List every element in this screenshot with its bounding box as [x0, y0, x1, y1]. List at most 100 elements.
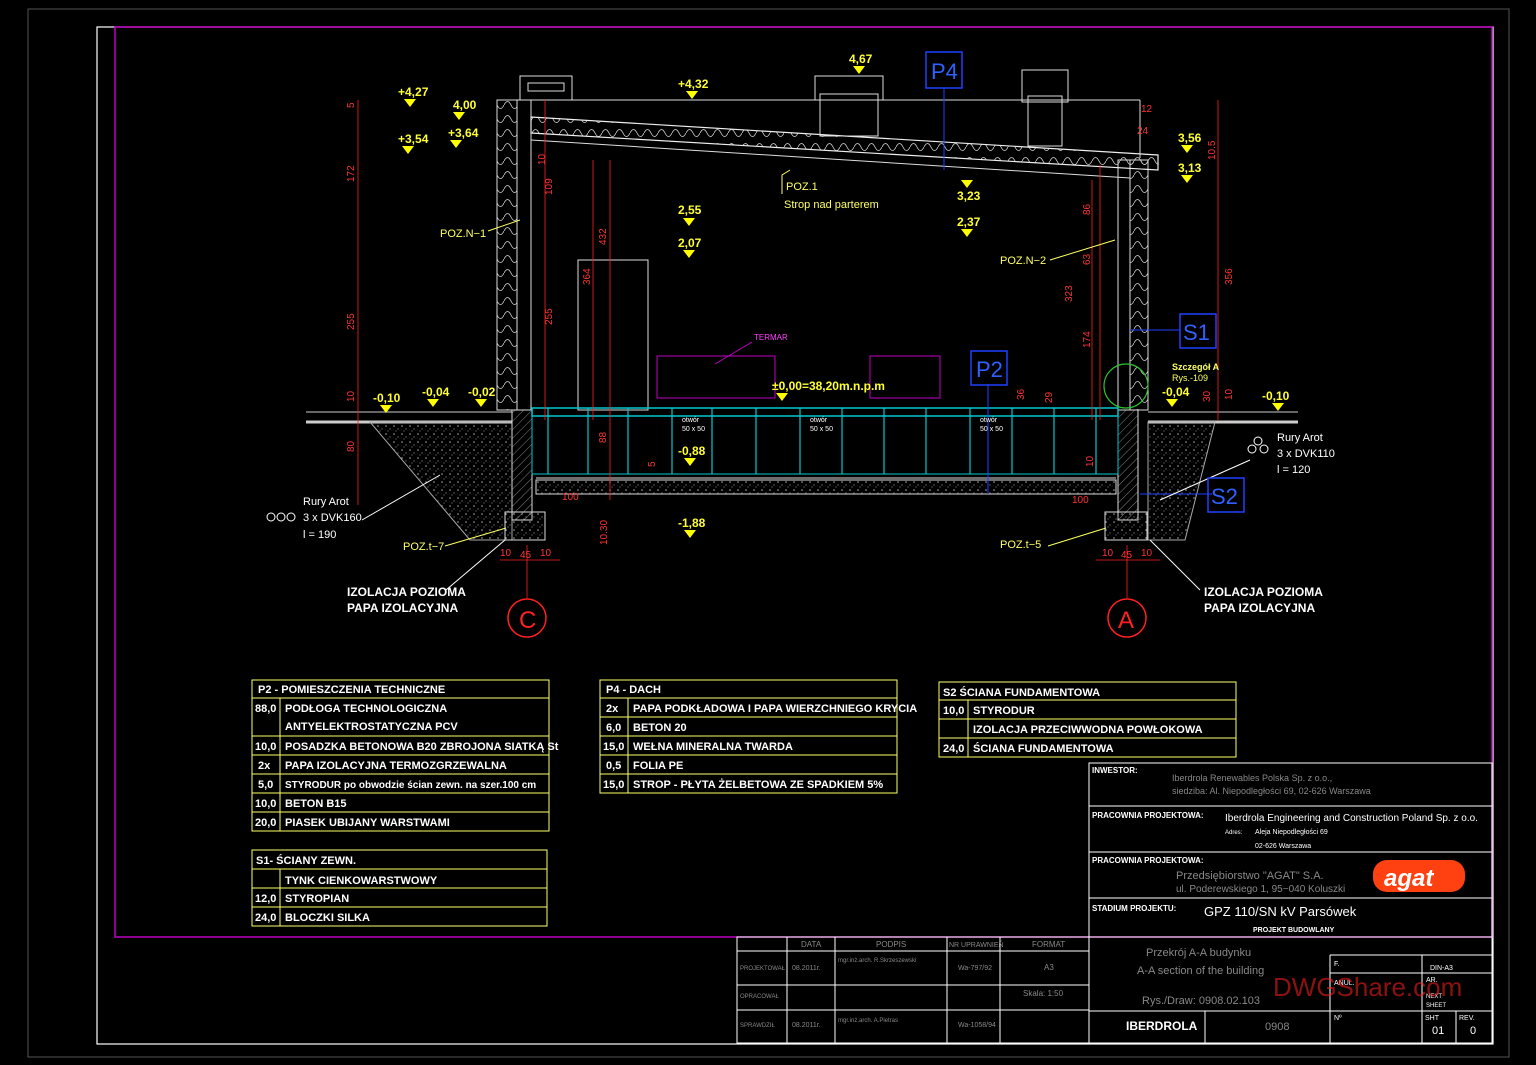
- elev-left-mid: +3,64: [448, 126, 479, 140]
- watermark: DWGShare.com: [1273, 972, 1462, 1002]
- izol-left-1: IZOLACJA POZIOMA: [347, 585, 466, 599]
- elev-chimney: 4,67: [849, 52, 873, 66]
- svg-text:DATA: DATA: [801, 940, 822, 949]
- svg-text:174: 174: [1082, 331, 1093, 348]
- svg-text:10.5: 10.5: [1207, 140, 1218, 160]
- svg-text:Wa-797/92: Wa-797/92: [958, 965, 992, 972]
- svg-text:PROJEKTOWAŁ: PROJEKTOWAŁ: [740, 966, 786, 972]
- svg-text:172: 172: [346, 165, 357, 182]
- elev-ground-right2: -0,04: [1162, 385, 1190, 399]
- svg-text:PRACOWNIA PROJEKTOWA:: PRACOWNIA PROJEKTOWA:: [1092, 856, 1204, 865]
- svg-text:otwór: otwór: [682, 417, 700, 424]
- svg-text:5: 5: [346, 102, 357, 108]
- svg-text:86: 86: [1082, 203, 1093, 215]
- svg-text:SHT: SHT: [1425, 1015, 1440, 1022]
- rury-right-3: l = 120: [1277, 464, 1310, 476]
- svg-text:30: 30: [1202, 390, 1213, 402]
- svg-text:12: 12: [1141, 104, 1153, 115]
- elev-cable-floor: -0,88: [678, 444, 706, 458]
- svg-text:INWESTOR:: INWESTOR:: [1092, 766, 1138, 775]
- rury-left-2: 3 x DVK160: [303, 512, 362, 524]
- svg-text:WEŁNA MINERALNA TWARDA: WEŁNA MINERALNA TWARDA: [633, 741, 793, 753]
- svg-text:80: 80: [346, 440, 357, 452]
- svg-text:364: 364: [582, 268, 593, 285]
- svg-text:01: 01: [1432, 1025, 1444, 1037]
- svg-text:10: 10: [540, 548, 552, 559]
- svg-text:Skala: 1:50: Skala: 1:50: [1023, 989, 1064, 998]
- drawing-title-en: A-A section of the building: [1137, 965, 1264, 977]
- svg-text:10: 10: [1141, 548, 1153, 559]
- elev-foundation: -1,88: [678, 516, 706, 530]
- elev-ridge: +4,32: [678, 77, 709, 91]
- tag-p4: P4: [931, 59, 958, 84]
- svg-text:Adres:: Adres:: [1225, 830, 1243, 836]
- svg-text:2x: 2x: [606, 703, 619, 715]
- section-tags: P4 P2 S1 S2: [925, 51, 1245, 513]
- svg-text:STYRODUR po obwodzie ścian zew: STYRODUR po obwodzie ścian zewn. na szer…: [285, 780, 536, 791]
- svg-text:REV.: REV.: [1459, 1015, 1475, 1022]
- svg-text:Przedsiębiorstwo "AGAT" S.A.: Przedsiębiorstwo "AGAT" S.A.: [1176, 870, 1324, 882]
- svg-text:24,0: 24,0: [255, 912, 276, 924]
- rury-right-1: Rury Arot: [1277, 432, 1323, 444]
- svg-text:02-626 Warszawa: 02-626 Warszawa: [1255, 843, 1311, 850]
- svg-text:10: 10: [346, 390, 357, 402]
- tag-s1: S1: [1183, 320, 1210, 345]
- rury-left-3: l = 190: [303, 529, 336, 541]
- svg-text:0908: 0908: [1265, 1021, 1289, 1033]
- szczegol-label: Szczegół A: [1172, 362, 1220, 372]
- svg-text:STADIUM PROJEKTU:: STADIUM PROJEKTU:: [1092, 904, 1176, 913]
- elev-ground-right: -0,10: [1262, 389, 1290, 403]
- svg-text:10,0: 10,0: [255, 741, 276, 753]
- izol-right-1: IZOLACJA POZIOMA: [1204, 585, 1323, 599]
- svg-text:PIASEK UBIJANY WARSTWAMI: PIASEK UBIJANY WARSTWAMI: [285, 817, 450, 829]
- svg-text:5,0: 5,0: [258, 779, 273, 791]
- svg-text:BLOCZKI SILKA: BLOCZKI SILKA: [285, 912, 370, 924]
- axis-a: A: [1118, 607, 1134, 634]
- svg-text:otwór: otwór: [980, 417, 998, 424]
- svg-text:FORMAT: FORMAT: [1032, 940, 1065, 949]
- material-tables: [251, 679, 1237, 927]
- svg-text:10.30: 10.30: [599, 520, 610, 545]
- elev-zero: ±0,00=38,20m.n.p.m: [772, 379, 885, 393]
- svg-text:12,0: 12,0: [255, 893, 276, 905]
- svg-text:10,0: 10,0: [255, 798, 276, 810]
- project-name: GPZ 110/SN kV Parsówek: [1204, 904, 1357, 919]
- poz-t5-label: POZ.t−5: [1000, 539, 1041, 551]
- svg-text:0,5: 0,5: [606, 760, 621, 772]
- dimension-labels: 5 172 255 10 80 10 109 432 364 255 88 12…: [346, 102, 1235, 561]
- svg-text:88,0: 88,0: [255, 703, 276, 715]
- title-block: [736, 762, 1493, 1044]
- drawing-number: Rys./Draw: 0908.02.103: [1142, 995, 1260, 1007]
- svg-text:ANTYELEKTROSTATYCZNA PCV: ANTYELEKTROSTATYCZNA PCV: [285, 721, 458, 733]
- svg-text:BETON B15: BETON B15: [285, 798, 347, 810]
- tag-s2: S2: [1211, 484, 1238, 509]
- rury-right-2: 3 x DVK110: [1277, 448, 1335, 460]
- svg-text:63: 63: [1082, 253, 1093, 265]
- building-section: [306, 69, 1298, 638]
- svg-text:356: 356: [1224, 268, 1235, 285]
- svg-text:PODŁOGA TECHNOLOGICZNA: PODŁOGA TECHNOLOGICZNA: [285, 703, 447, 715]
- svg-text:50 x 50: 50 x 50: [980, 426, 1003, 433]
- svg-text:10: 10: [1085, 455, 1096, 467]
- annotations: POZ.1 Strop nad parterem POZ.N−1 POZ.N−2…: [266, 181, 1335, 634]
- svg-text:255: 255: [544, 308, 555, 325]
- table-s2-title: S2 ŚCIANA FUNDAMENTOWA: [943, 686, 1100, 699]
- svg-text:10: 10: [500, 548, 512, 559]
- elev-room-a: 2,55: [678, 203, 702, 217]
- elevation-labels: +4,27 4,00 +3,54 +3,64 +4,32 4,67 3,56 3…: [373, 52, 1290, 530]
- svg-text:432: 432: [598, 228, 609, 245]
- svg-text:88: 88: [598, 431, 609, 443]
- svg-text:24: 24: [1137, 126, 1149, 137]
- svg-text:FOLIA PE: FOLIA PE: [633, 760, 683, 772]
- agat-logo: agat: [1384, 865, 1434, 892]
- izol-left-2: PAPA IZOLACYJNA: [347, 601, 458, 615]
- outer-frame: [27, 8, 1510, 1058]
- svg-text:Iberdrola Renewables Polska Sp: Iberdrola Renewables Polska Sp. z o.o.,: [1172, 773, 1332, 783]
- svg-text:A3: A3: [1044, 963, 1054, 972]
- svg-text:15,0: 15,0: [603, 779, 624, 791]
- svg-text:2x: 2x: [258, 760, 271, 772]
- svg-text:10: 10: [1102, 548, 1114, 559]
- svg-text:TYNK CIENKOWARSTWOWY: TYNK CIENKOWARSTWOWY: [285, 875, 438, 887]
- svg-text:Iberdrola Engineering and Cons: Iberdrola Engineering and Construction P…: [1225, 813, 1478, 824]
